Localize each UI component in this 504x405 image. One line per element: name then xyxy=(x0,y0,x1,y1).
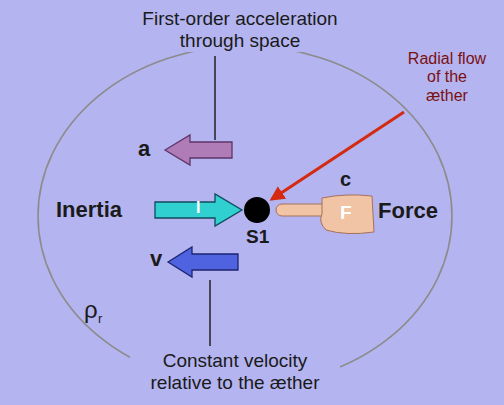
force-name: Inertia xyxy=(56,197,122,222)
velocity-arrow xyxy=(168,247,238,277)
palm xyxy=(321,195,374,234)
symbol-label: v xyxy=(150,246,162,271)
particle-dot xyxy=(244,197,270,223)
caption-top: First-order acceleration through space xyxy=(120,8,360,52)
density-symbol: ρ xyxy=(84,296,98,324)
density-subscript: r xyxy=(98,312,102,327)
inertia-arrow xyxy=(155,194,242,226)
particle-label: S1 xyxy=(246,226,269,248)
aether-flow-arrow xyxy=(272,112,404,199)
symbol-label: a xyxy=(138,136,150,161)
symbol-label: F xyxy=(340,202,352,224)
hand-symbol xyxy=(276,195,374,234)
flow-label: Radial flow of the æther xyxy=(404,50,490,105)
force-name: Force xyxy=(378,198,438,223)
caption-bottom: Constant velocity relative to the æther xyxy=(130,350,340,394)
symbol-label: c xyxy=(340,168,351,191)
leader-line xyxy=(209,280,211,346)
symbol-label: I xyxy=(196,199,200,217)
leader-line xyxy=(214,56,216,140)
aether-region xyxy=(38,46,452,386)
acceleration-arrow xyxy=(165,135,232,165)
